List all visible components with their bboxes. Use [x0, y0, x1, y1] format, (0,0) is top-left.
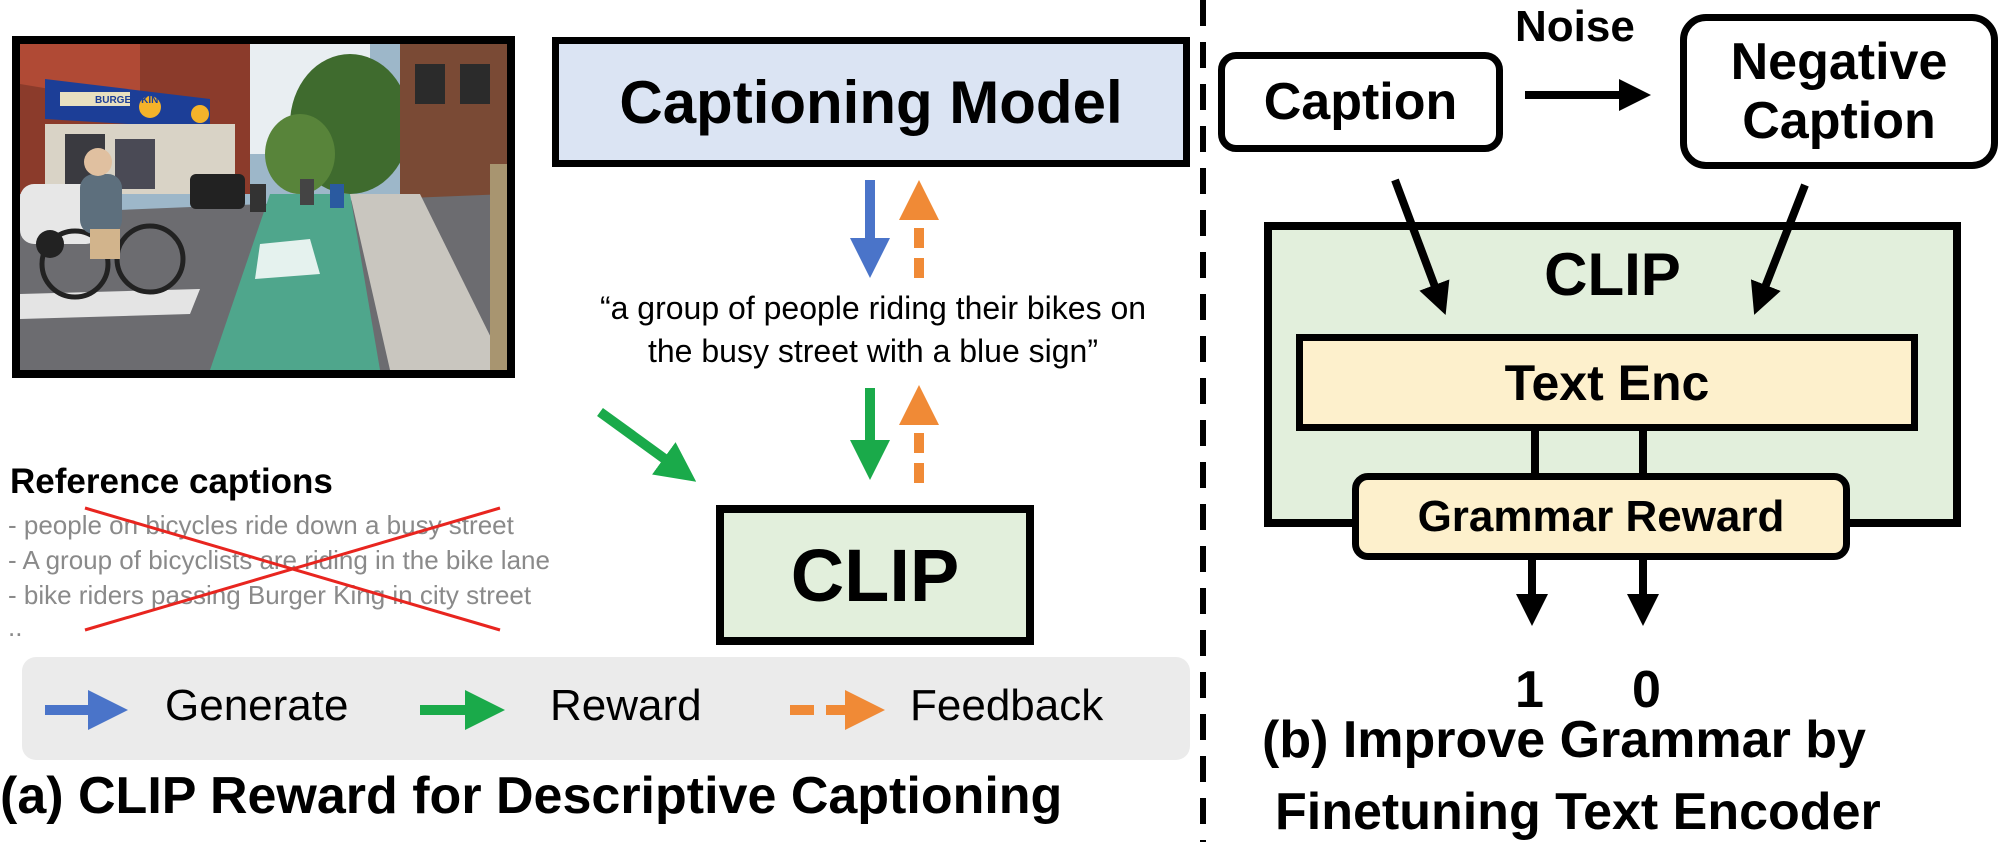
panel-b-caption-line-1: (b) Improve Grammar by: [1262, 711, 1866, 769]
negative-caption-line-1: Negative: [1730, 33, 1948, 92]
reference-caption-3: - bike riders passing Burger King in cit…: [8, 580, 532, 610]
captioning-model-label: Captioning Model: [619, 68, 1123, 136]
reward-arrow-reference-to-clip-icon: [597, 407, 697, 482]
captioning-model-box: Captioning Model: [552, 37, 1190, 167]
caption-to-clip-arrow-icon: [1391, 178, 1450, 315]
legend: [22, 657, 1190, 760]
grammar-reward-label: Grammar Reward: [1417, 491, 1785, 541]
negative-caption-to-clip-arrow-icon: [1750, 183, 1809, 315]
reference-captions-title: Reference captions: [10, 462, 333, 501]
text-enc-box: Text Enc: [1296, 334, 1918, 431]
legend-feedback-label: Feedback: [910, 681, 1104, 730]
panel-a-caption: (a) CLIP Reward for Descriptive Captioni…: [0, 767, 1063, 825]
caption-box-label: Caption: [1263, 73, 1458, 131]
reference-caption-2: - A group of bicyclists are riding in th…: [8, 545, 550, 575]
clip-box-a: CLIP: [716, 505, 1034, 645]
legend-reward-label: Reward: [550, 681, 702, 730]
reference-caption-1: - people on bicycles ride down a busy st…: [8, 510, 514, 540]
clip-label-b: CLIP: [1544, 241, 1681, 308]
burger-king-sign-text: BURGER KING: [95, 95, 166, 106]
reference-caption-4: ..: [8, 612, 23, 642]
street-scene-illustration: BURGER KING: [20, 44, 507, 370]
street-photo: BURGER KING: [12, 36, 515, 378]
generated-caption-line-1: “a group of people riding their bikes on: [599, 290, 1147, 326]
text-enc-label: Text Enc: [1504, 354, 1710, 411]
grammar-reward-box: Grammar Reward: [1352, 473, 1850, 560]
strike-line-2: [84, 506, 501, 632]
output-negative: 0: [1632, 661, 1661, 719]
negative-caption-box: Negative Caption: [1680, 14, 1998, 169]
caption-box: Caption: [1218, 52, 1503, 152]
noise-label: Noise: [1515, 2, 1635, 51]
negative-caption-line-2: Caption: [1742, 91, 1936, 150]
output-positive: 1: [1515, 661, 1544, 719]
legend-generate-label: Generate: [165, 681, 349, 730]
generated-caption-line-2: the busy street with a blue sign”: [647, 333, 1098, 369]
panel-b-caption-line-2: Finetuning Text Encoder: [1275, 783, 1881, 841]
clip-label-a: CLIP: [790, 533, 960, 617]
